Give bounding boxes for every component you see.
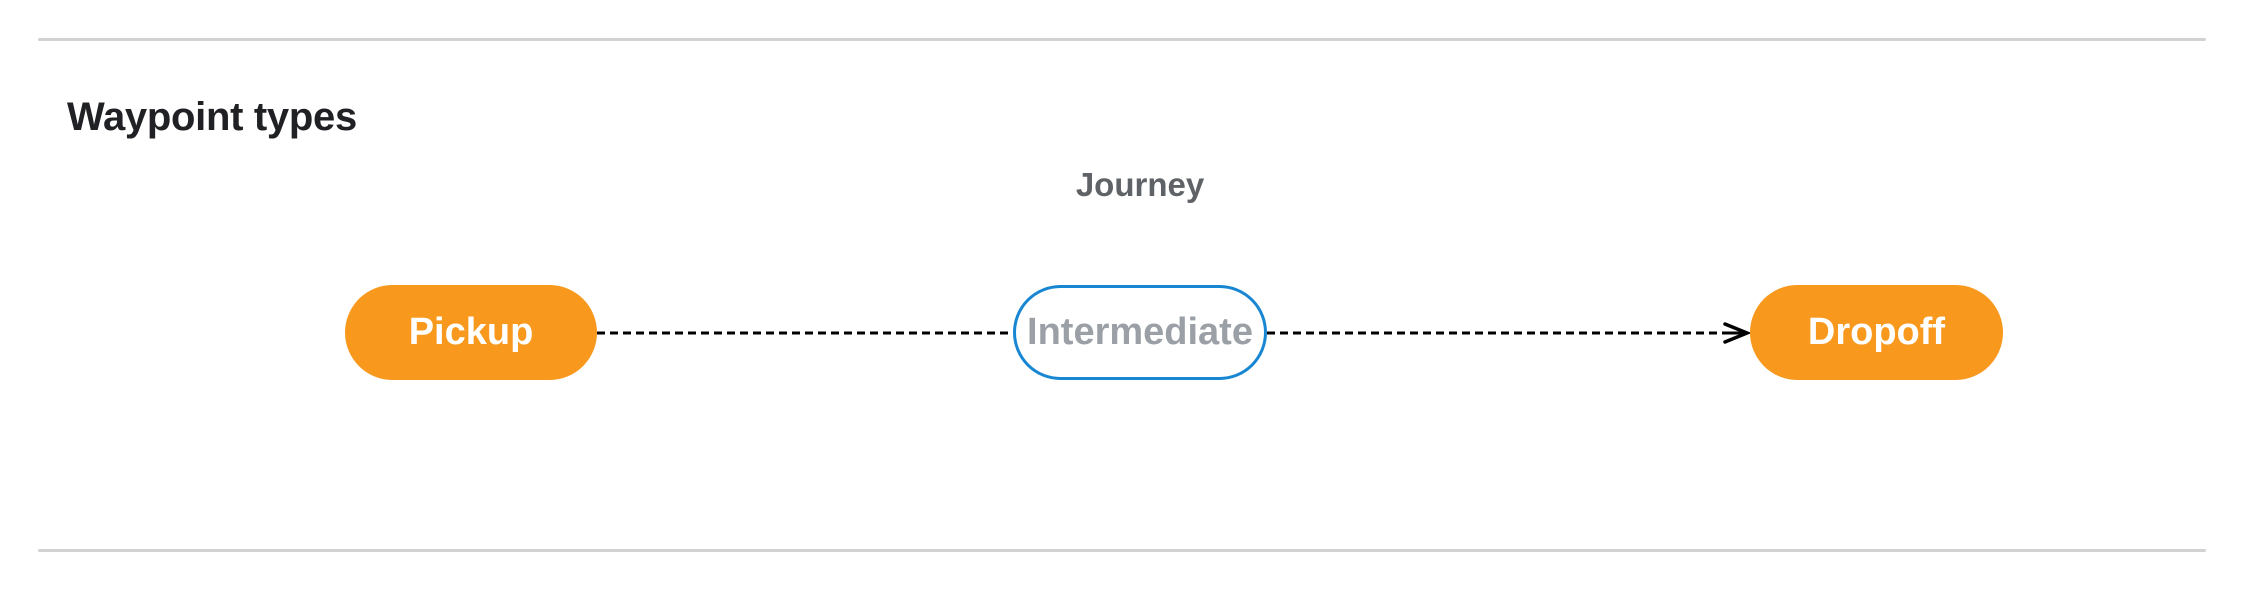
node-pickup: Pickup <box>345 285 597 380</box>
node-dropoff-label: Dropoff <box>1807 311 1946 353</box>
node-pickup-label: Pickup <box>408 311 534 353</box>
arrowhead-icon <box>1723 322 1752 344</box>
node-intermediate: Intermediate <box>1013 285 1267 380</box>
bottom-divider <box>38 549 2206 552</box>
journey-label: Journey <box>1075 166 1205 203</box>
top-divider <box>38 38 2206 41</box>
node-dropoff: Dropoff <box>1750 285 2003 380</box>
section-title: Waypoint types <box>67 95 357 140</box>
node-intermediate-label: Intermediate <box>1027 311 1253 353</box>
